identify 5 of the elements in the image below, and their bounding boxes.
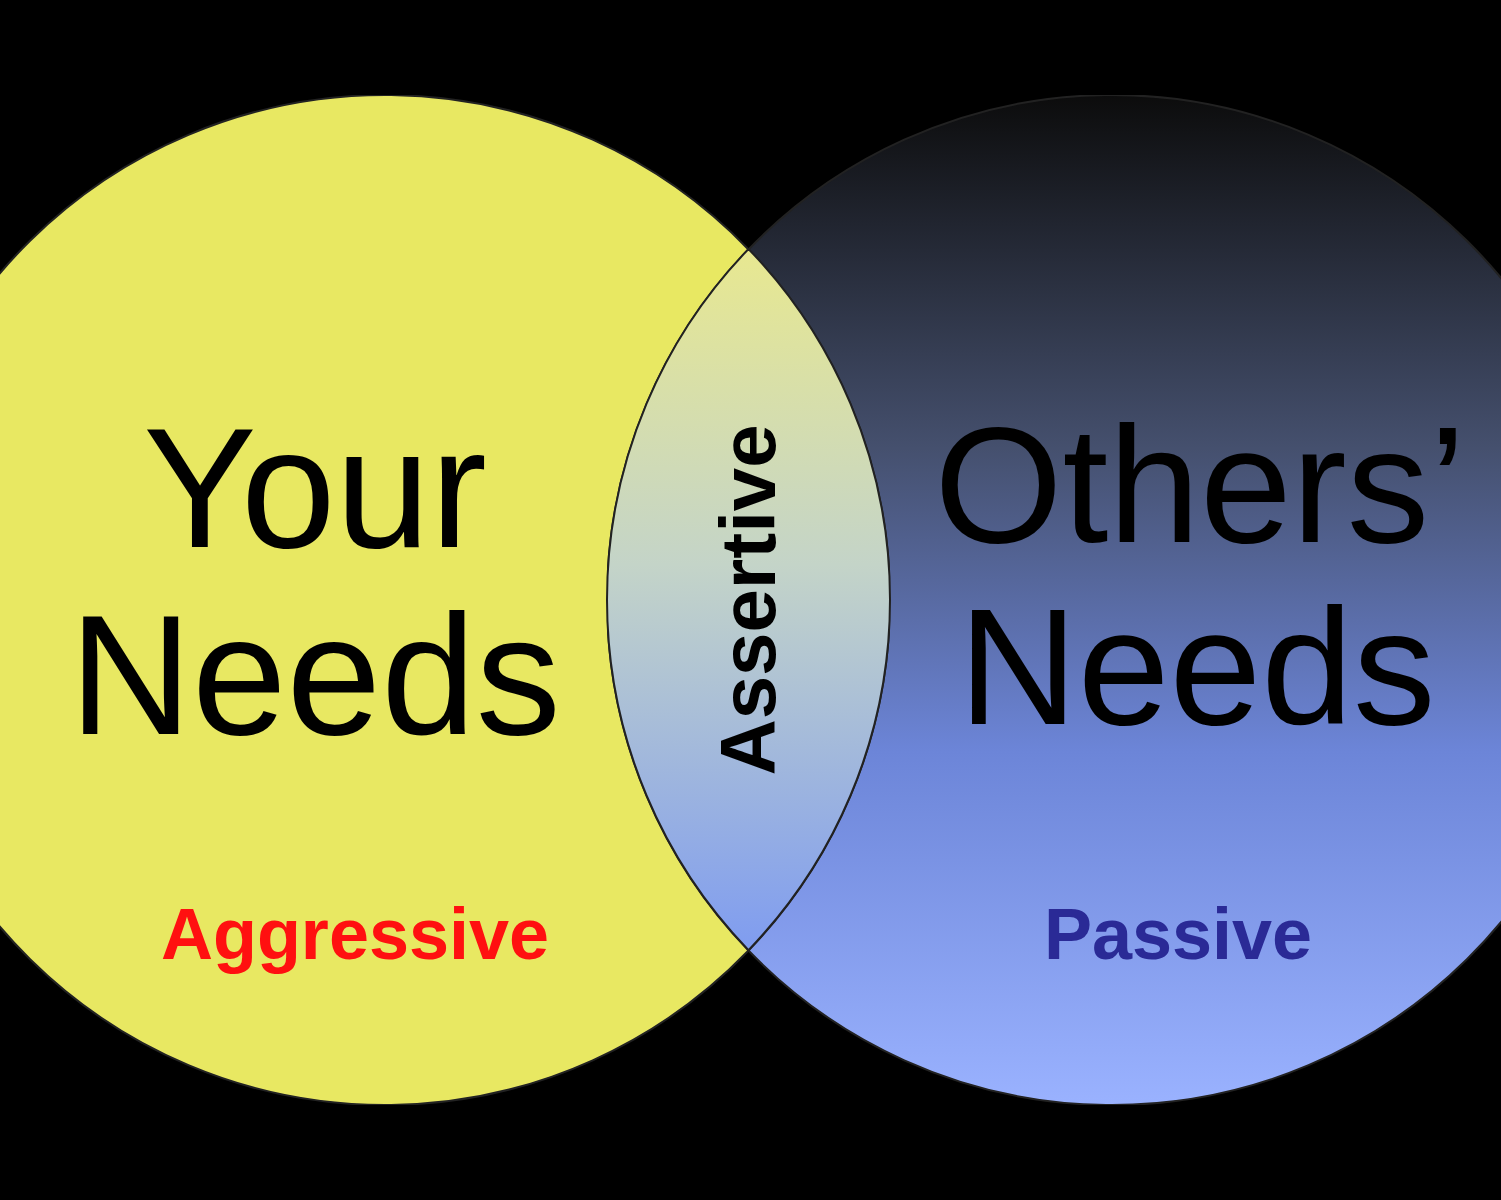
circle-caption: Aggressive [160, 895, 550, 975]
circle-title: Others’ Needs [934, 395, 1460, 758]
circle-title: Your Needs [69, 395, 561, 769]
overlap-label: Assertive [705, 424, 792, 776]
circle-caption: Passive [1043, 895, 1313, 975]
